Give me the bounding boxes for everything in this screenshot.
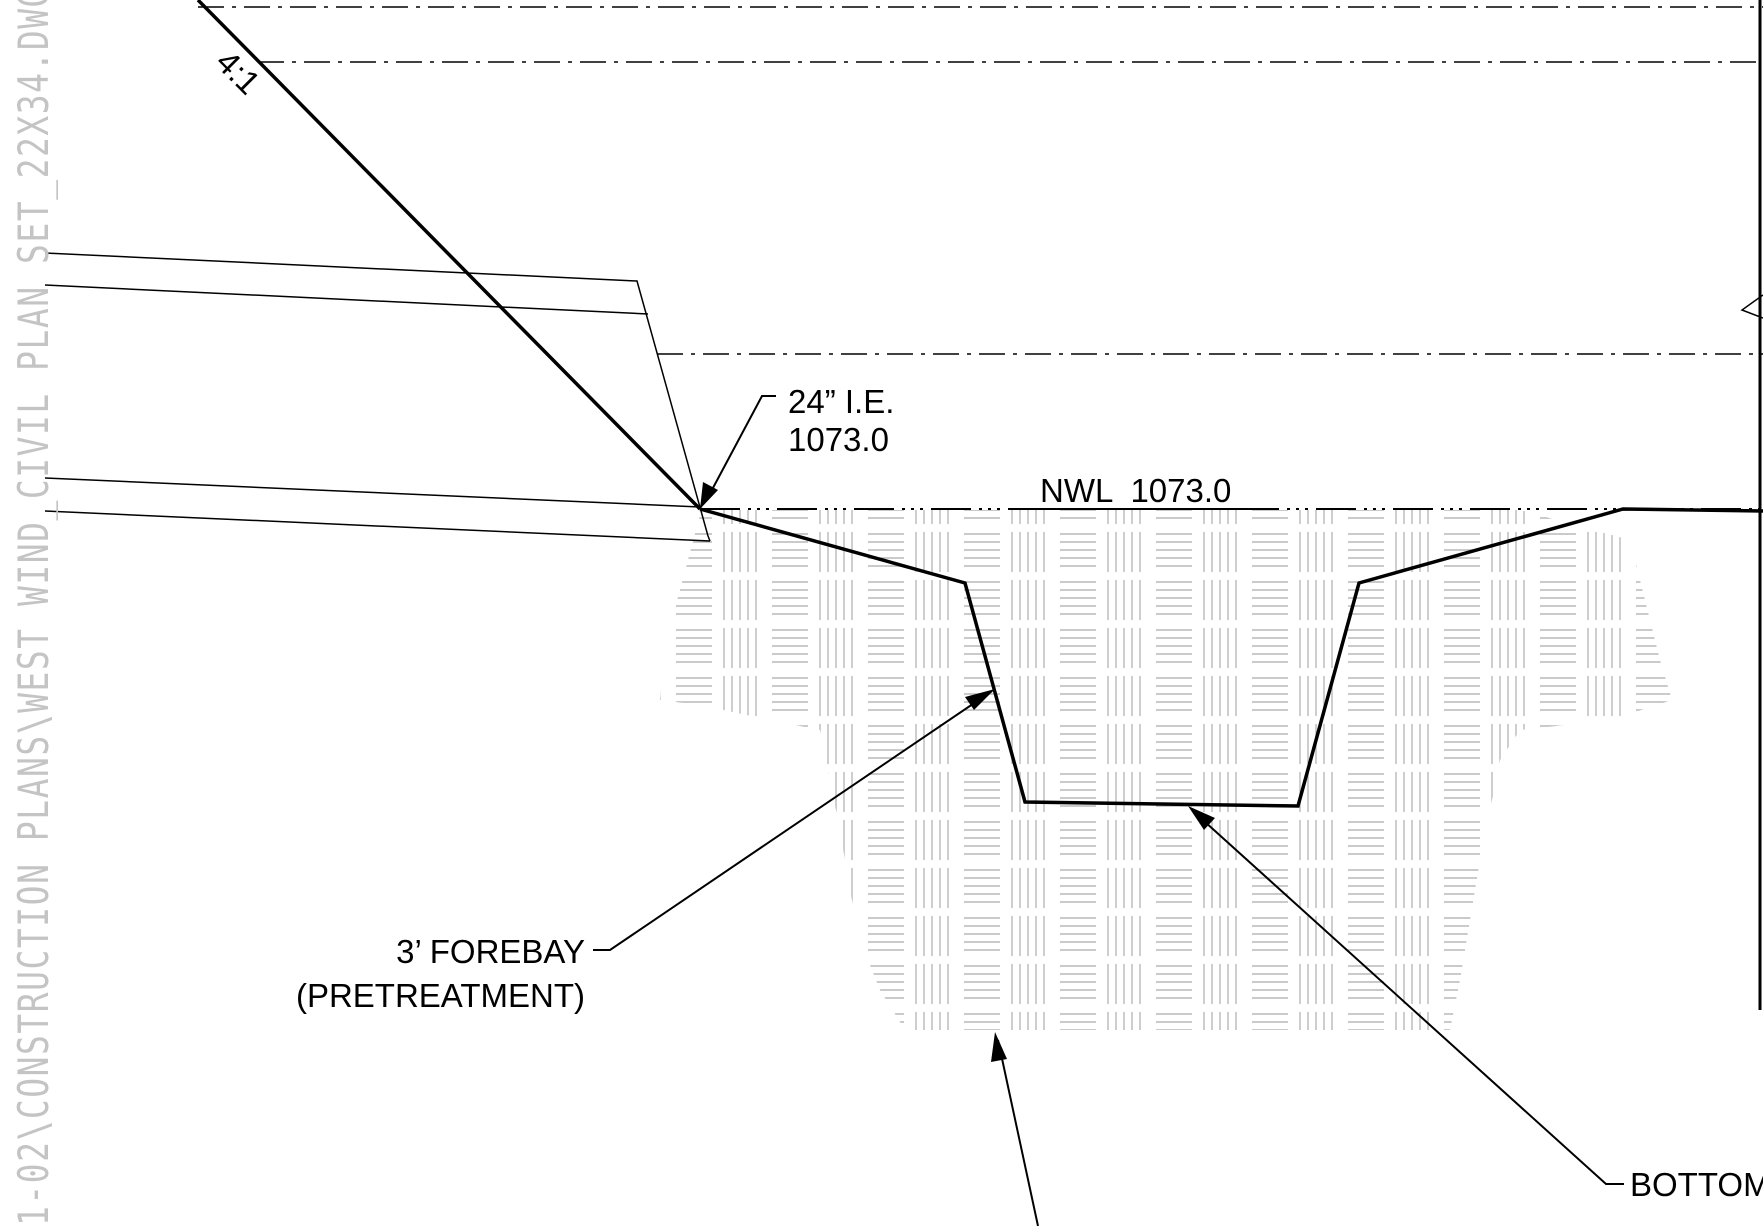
invert-arrowhead: [700, 482, 718, 509]
invert-leader: [705, 395, 776, 502]
right-border-tick: [1740, 294, 1763, 319]
pond-profile: [699, 507, 1763, 808]
forebay-label-line2: (PRETREATMENT): [296, 977, 585, 1014]
water-level-label: NWL 1073.0: [1040, 472, 1231, 509]
hatch-arrowhead: [991, 1032, 1007, 1062]
arrowheads: [700, 482, 1215, 1062]
pipe-lines: [44, 252, 711, 542]
pipe-line-a: [44, 477, 701, 508]
bottom-arrowhead: [1188, 806, 1215, 830]
pipe-outline-inner: [44, 284, 649, 315]
pipe-outline-upper: [44, 252, 709, 537]
file-path-label: 1-02\CONSTRUCTION PLANS\WEST WIND_CIVIL …: [9, 0, 58, 1226]
invert-label-line1: 24” I.E.: [788, 383, 894, 420]
invert-label-line2: 1073.0: [788, 421, 889, 458]
slope-label: 4:1: [209, 43, 268, 102]
forebay-arrowhead: [965, 689, 995, 710]
pipe-end: [707, 535, 711, 542]
bottom-leader: [1193, 811, 1624, 1185]
forebay-label-line1: 3’ FOREBAY: [396, 933, 585, 970]
pipe-line-b: [44, 510, 711, 542]
slope-line: [196, 0, 702, 511]
hatch-leader: [997, 1039, 1039, 1226]
riprap-hatch-area: [660, 510, 1672, 1030]
bottom-label: BOTTOM: [1630, 1166, 1763, 1203]
leader-lines: [593, 395, 1624, 1226]
reference-lines: [198, 6, 1763, 355]
forebay-leader: [593, 690, 993, 951]
